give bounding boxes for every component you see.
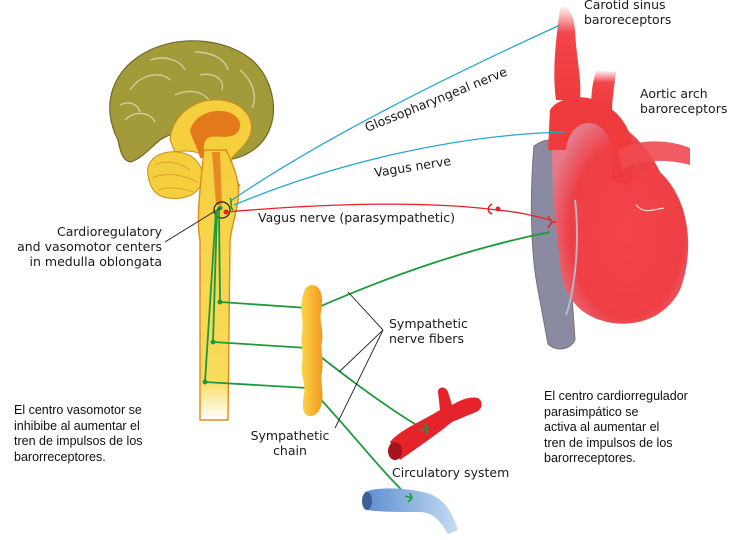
aortic-arch (548, 97, 634, 185)
carotid-sinus-label-line1: Carotid sinus (584, 0, 666, 12)
sympathetic-fibers-label-line2: nerve fibers (389, 331, 464, 346)
medulla-center-marker (213, 201, 231, 219)
label-leader-lines (334, 291, 384, 429)
vagus-label: Vagus nerve (373, 153, 452, 180)
sympathetic-pathway (204, 209, 551, 499)
glossopharyngeal-label: Glossopharyngeal nerve (363, 64, 510, 135)
heart-body (552, 116, 689, 324)
vagus-parasympathetic-line (225, 203, 498, 213)
sympathetic-fibers-label-line1: Sympathetic (389, 316, 468, 331)
carotid-sinus-label-line2: baroreceptors (584, 12, 672, 27)
medulla-centers-label: Cardioregulatory and vasomotor centers i… (0, 224, 162, 269)
aortic-arch-label-line2: baroreceptors (640, 101, 728, 116)
vasomotor-note: El centro vasomotor se inhibibe al aumen… (14, 403, 143, 464)
vein-vessel (362, 488, 458, 534)
sympathetic-chain (301, 285, 323, 416)
cardioregulator-note: El centro cardiorregulador parasimpático… (544, 389, 688, 465)
vagus-nerve-line (233, 131, 566, 206)
centers-leader-line (164, 207, 221, 243)
ganglion-dot (495, 206, 501, 212)
brain (109, 40, 274, 421)
carotid-sinus-label: Carotid sinus baroreceptors (584, 0, 671, 27)
heart (530, 5, 690, 350)
circulatory-system-label: Circulatory system (392, 465, 510, 480)
sympathetic-chain-label-line1: Sympathetic (250, 428, 330, 443)
medulla-centers-label-line2: and vasomotor centers (17, 239, 162, 254)
glossopharyngeal-nerve-line (231, 24, 561, 201)
thalamus (190, 110, 241, 158)
brainstem-spinal-cord (197, 149, 240, 421)
aortic-arch-label: Aortic arch baroreceptors (640, 86, 727, 116)
vagus-parasympathetic-label: Vagus nerve (parasympathetic) (258, 210, 455, 225)
aortic-arch-label-line1: Aortic arch (640, 86, 708, 101)
medulla-centers-label-line1: Cardioregulatory (57, 224, 162, 239)
sympathetic-chain-label: Sympathetic chain (248, 428, 332, 458)
artery-vessel (388, 387, 482, 460)
carotid-artery (554, 5, 581, 100)
medulla-centers-label-line3: in medulla oblongata (29, 254, 162, 269)
sympathetic-fibers-label: Sympathetic nerve fibers (389, 316, 468, 346)
sympathetic-chain-label-line2: chain (273, 443, 307, 458)
